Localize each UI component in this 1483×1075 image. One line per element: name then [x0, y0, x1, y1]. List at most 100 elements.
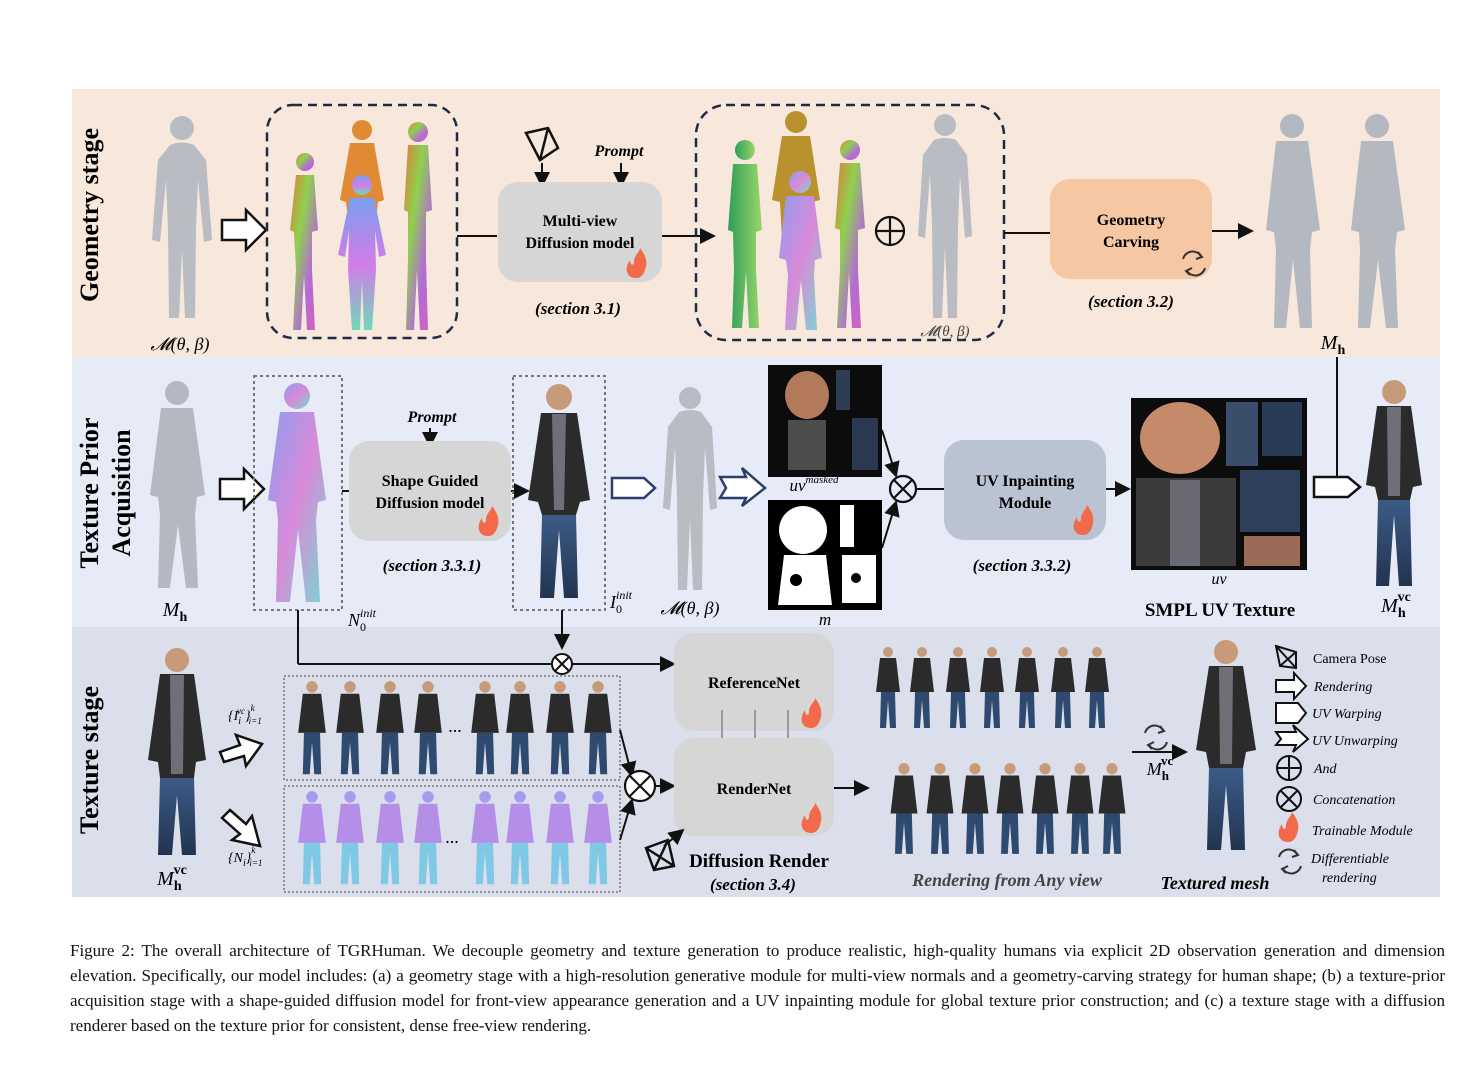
- legend-uv-warping-label: UV Warping: [1312, 707, 1382, 722]
- rendered-person: [336, 681, 364, 775]
- multiview-diffusion-module: [498, 182, 662, 282]
- normal-person: [584, 791, 612, 885]
- normal-person: [414, 791, 442, 885]
- section-3-4: (section 3.4): [710, 875, 796, 894]
- mh-vc-label-3: Mhvc: [156, 863, 187, 894]
- camera-pose-icon: [524, 126, 560, 162]
- view-person: [890, 763, 918, 854]
- uv-inpaint-label-2: Module: [999, 495, 1051, 512]
- view-person: [946, 647, 970, 728]
- referencenet-module: [674, 633, 834, 731]
- textured-mesh-label: Textured mesh: [1161, 873, 1270, 893]
- section-3-3-1: (section 3.3.1): [383, 556, 482, 575]
- normal-person: [471, 791, 499, 885]
- i0-init-label: I0init: [609, 588, 633, 616]
- section-3-1: (section 3.1): [535, 299, 621, 318]
- flame-icon-2: [478, 506, 499, 536]
- texture-prior-title-1: Texture Prior: [75, 418, 104, 569]
- mh-label-1: Mh: [1320, 332, 1346, 358]
- uv-unwarping-arrow-icon: [717, 467, 767, 507]
- section-3-3-2: (section 3.3.2): [973, 556, 1072, 575]
- architecture-figure: Geometry stage Texture Prior Acquisition…: [72, 89, 1440, 897]
- ellipsis-2: ...: [445, 827, 459, 847]
- carving-label-1: Geometry: [1097, 212, 1165, 229]
- mh-label-2: Mh: [162, 599, 188, 625]
- legend-camera-pose-label: Camera Pose: [1313, 652, 1386, 667]
- rendernet-label: RenderNet: [717, 781, 792, 798]
- front-image-i0-box: [512, 375, 606, 611]
- normal-person: [546, 791, 574, 885]
- mask-m-label: m: [819, 610, 831, 629]
- cycle-icon-2: [1144, 724, 1168, 751]
- view-person: [1085, 647, 1109, 728]
- view-person: [910, 647, 934, 728]
- section-3-2: (section 3.2): [1088, 292, 1174, 311]
- normal-map-people: [298, 791, 612, 885]
- view-person: [926, 763, 954, 854]
- uv-inpaint-label-1: UV Inpainting: [976, 473, 1075, 490]
- smpl-uv-texture-label: SMPL UV Texture: [1145, 600, 1295, 621]
- diffusion-render-label: Diffusion Render: [689, 851, 829, 872]
- view-person: [1098, 763, 1126, 854]
- rendered-image-people: [298, 681, 612, 775]
- uv-label: uv: [1211, 571, 1227, 588]
- smpl-normal-views: [290, 120, 432, 330]
- rendered-person: [471, 681, 499, 775]
- mh-vc-figure-row2: [1366, 380, 1422, 586]
- rendering-arrow-icon: [220, 206, 268, 254]
- smpl-uv-texture-image: [1131, 398, 1307, 570]
- smpl-body-figure-3: [663, 387, 717, 590]
- mh-vc-label-2: Mhvc: [1380, 590, 1411, 621]
- concatenation-icon-2: [551, 653, 573, 675]
- geometry-stage-title: Geometry stage: [75, 128, 104, 302]
- rendered-person: [376, 681, 404, 775]
- view-person: [961, 763, 989, 854]
- smpl-body-figure: [152, 116, 212, 318]
- rendered-person: [546, 681, 574, 775]
- multiview-label-1: Multi-view: [543, 213, 618, 230]
- geometry-carving-module: [1050, 179, 1212, 279]
- mask-m-image: [768, 500, 882, 610]
- legend-uv-unwarping-label: UV Unwarping: [1312, 734, 1398, 749]
- front-image-i0-figure: [528, 384, 590, 598]
- flame-icon-4: [801, 698, 822, 728]
- masked-uv-image: [768, 365, 882, 477]
- view-person: [1031, 763, 1059, 854]
- rendered-person: [298, 681, 326, 775]
- uv-warping-arrow-icon-2: [1312, 475, 1362, 499]
- legend-rendering-arrow-icon: [1275, 670, 1308, 702]
- flame-icon-5: [801, 803, 822, 833]
- normal-person: [298, 791, 326, 885]
- carved-mesh-figures: [1266, 114, 1405, 328]
- view-person: [1066, 763, 1094, 854]
- shape-guided-label-2: Diffusion model: [376, 495, 485, 512]
- legend-differentiable-label: Differentiable: [1310, 852, 1389, 867]
- smpl-label-3: 𝓜(θ, β): [661, 598, 720, 619]
- mh-vc-label-4: Mhvc: [1146, 753, 1174, 783]
- rendered-images-strip: [283, 675, 621, 781]
- prompt-label-2: Prompt: [407, 409, 457, 426]
- uv-masked-label: uvmasked: [789, 474, 839, 495]
- shape-guided-label-1: Shape Guided: [382, 473, 479, 490]
- clothed-normal-views: [728, 111, 865, 330]
- legend-concatenation-icon: [1276, 786, 1302, 812]
- cycle-icon: [1182, 250, 1206, 277]
- rendering-any-view-crowd: [876, 647, 1126, 854]
- figure-caption: Figure 2: The overall architecture of TG…: [70, 941, 1445, 1035]
- normal-person: [336, 791, 364, 885]
- legend: Camera Pose Rendering UV Warping UV Unwa…: [1273, 644, 1413, 886]
- uv-inpainting-module: [944, 440, 1106, 540]
- legend-trainable-label: Trainable Module: [1312, 824, 1413, 839]
- multiview-label-2: Diffusion model: [526, 235, 635, 252]
- clothed-normals-dashed-box: [694, 103, 1006, 342]
- legend-uv-unwarping-icon: [1273, 724, 1310, 753]
- and-icon: [874, 215, 906, 247]
- carving-label-2: Carving: [1103, 234, 1159, 251]
- mesh-mh-figure: [150, 381, 205, 588]
- normal-person: [506, 791, 534, 885]
- ellipsis-1: ...: [448, 716, 462, 736]
- textured-mesh-figure: [1196, 640, 1256, 850]
- view-person: [980, 647, 1004, 728]
